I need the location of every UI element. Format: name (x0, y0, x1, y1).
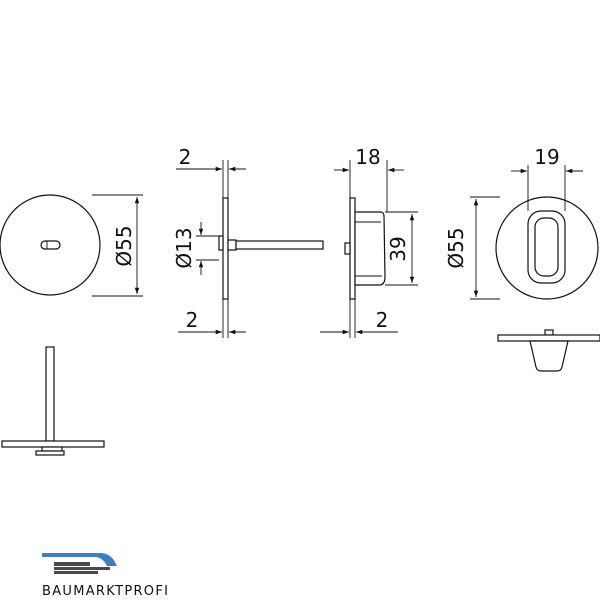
dimension-turn-plate: 2 (320, 299, 398, 338)
spindle-side-view-bottom (1, 346, 105, 456)
dimension-rosette-diameter-turn: Ø55 (444, 196, 500, 300)
logo-roof-icon (42, 553, 117, 566)
label-turn-plate: 2 (376, 308, 389, 332)
dimension-turn-depth: 18 (334, 145, 404, 212)
dimension-thumbturn-width: 19 (511, 145, 583, 211)
baumarktprofi-logo: BAUMARKTPROFI (42, 553, 169, 599)
spindle-plate-side-view (218, 197, 324, 300)
dimension-spindle-diameter: Ø13 (172, 222, 219, 275)
dimension-turn-height: 39 (385, 211, 418, 286)
thumbturn-front-view (495, 196, 599, 300)
label-rosette-diameter-front: Ø55 (112, 225, 136, 266)
dimension-spindle-plate-bottom: 2 (178, 299, 246, 338)
dimension-rosette-diameter-front: Ø55 (92, 194, 143, 297)
label-turn-height: 39 (386, 236, 410, 261)
logo-bar-icon (54, 562, 90, 566)
thumbturn-side-view (344, 197, 386, 300)
label-spindle-plate-top: 2 (179, 145, 192, 169)
label-thumbturn-width: 19 (534, 145, 559, 169)
label-spindle-diameter: Ø13 (172, 227, 196, 268)
label-spindle-plate-bottom: 2 (186, 308, 199, 332)
label-rosette-diameter-turn: Ø55 (444, 227, 468, 268)
logo-bar-icon (54, 567, 110, 570)
logo-text: BAUMARKTPROFI (42, 584, 169, 599)
thumbturn-side-view-bottom (497, 329, 600, 372)
logo-bar-icon (54, 571, 98, 574)
dimension-spindle-plate-top: 2 (176, 145, 246, 198)
label-turn-depth: 18 (355, 145, 380, 169)
rosette-front-view (0, 194, 101, 296)
